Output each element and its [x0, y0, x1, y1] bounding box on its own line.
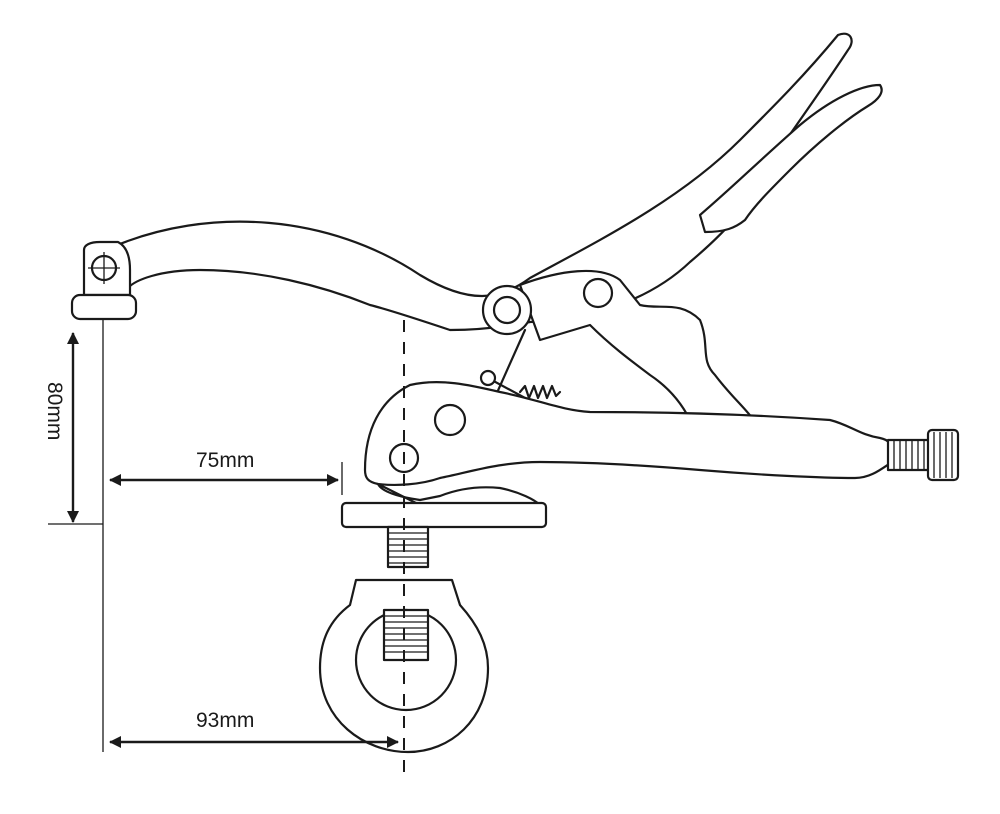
adjust-screw-ridges [893, 440, 925, 470]
body-hole-upper [433, 403, 467, 437]
throat-label: 75mm [196, 449, 254, 472]
release-pin [479, 369, 497, 387]
height-label: 80mm [43, 382, 66, 440]
ring-thread-lines [384, 615, 428, 653]
adjust-screw-thread [886, 438, 932, 472]
adjust-screw-knob [926, 428, 960, 482]
link-plate [518, 269, 754, 422]
pivot-hole-left [492, 295, 522, 325]
stem-thread-lines [388, 532, 428, 564]
stem-thread [386, 525, 430, 569]
support-strut [494, 328, 527, 397]
knob-knurling [933, 432, 953, 478]
spring [518, 384, 562, 400]
lower-handle [698, 83, 883, 234]
jaw-plate [340, 501, 548, 529]
reach-label: 93mm [196, 709, 254, 732]
pivot-hole-right [582, 277, 614, 309]
jaw-flange [376, 482, 542, 507]
swivel-pad [70, 293, 138, 321]
